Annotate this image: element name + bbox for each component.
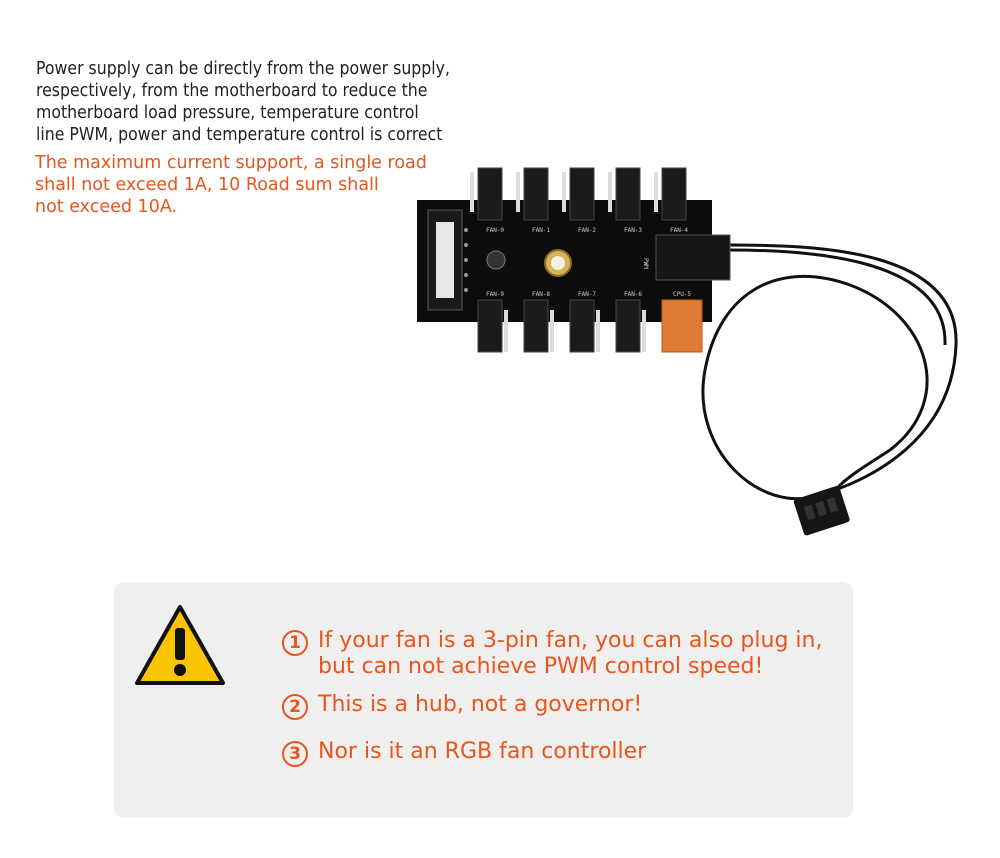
cable-connector: [793, 485, 850, 536]
description-line: respectively, from the motherboard to re…: [36, 81, 428, 101]
bottom-fan-headers: [477, 299, 641, 353]
warning-triangle-icon: [135, 605, 225, 685]
description-line: line PWM, power and temperature control …: [36, 125, 443, 145]
notice-item: 1 If your fan is a 3-pin fan, you can al…: [282, 628, 822, 680]
hub-label: FAN-8: [532, 291, 550, 298]
hub-label: FAN-0: [486, 227, 504, 234]
notice-item-text: Nor is it an RGB fan controller: [318, 739, 646, 765]
notice-item-line: Nor is it an RGB fan controller: [318, 739, 647, 764]
number-badge-icon: 2: [282, 694, 308, 720]
current-warning-line: The maximum current support, a single ro…: [35, 153, 427, 173]
hub-label: CPU-5: [673, 291, 691, 298]
notice-item-line: If your fan is a 3-pin fan, you can also…: [318, 628, 823, 653]
number-badge-icon: 1: [282, 630, 308, 656]
hub-label: FAN-9: [486, 291, 504, 298]
pwm-plug: [655, 234, 731, 281]
notice-item-line: This is a hub, not a governor!: [318, 692, 643, 717]
current-warning-line: shall not exceed 1A, 10 Road sum shall: [35, 175, 379, 195]
cpu-header: [661, 299, 703, 353]
pwm-cable: [701, 243, 958, 511]
notice-item: 2 This is a hub, not a governor!: [282, 692, 642, 720]
notice-item-line: but can not achieve PWM control speed!: [318, 654, 764, 679]
current-warning-line: not exceed 10A.: [35, 197, 178, 217]
notice-panel: 1 If your fan is a 3-pin fan, you can al…: [114, 582, 853, 818]
notice-item: 3 Nor is it an RGB fan controller: [282, 739, 646, 767]
fan-hub-product-image: FAN-0 FAN-1 FAN-2 FAN-3 FAN-4 PWM FAN-9 …: [417, 167, 958, 536]
hub-label: FAN-3: [624, 227, 642, 234]
hub-label: FAN-1: [532, 227, 550, 234]
current-warning-text: The maximum current support, a single ro…: [35, 152, 427, 218]
description-line: motherboard load pressure, temperature c…: [36, 103, 419, 123]
number-badge-icon: 3: [282, 741, 308, 767]
hub-label: PWM: [642, 258, 649, 269]
hub-label: FAN-2: [578, 227, 596, 234]
hub-label: FAN-7: [578, 291, 596, 298]
description-text: Power supply can be directly from the po…: [36, 58, 506, 146]
description-line: Power supply can be directly from the po…: [36, 59, 450, 79]
notice-item-text: This is a hub, not a governor!: [318, 692, 642, 718]
hub-label: FAN-4: [670, 227, 688, 234]
hub-label: FAN-6: [624, 291, 642, 298]
top-fan-headers: [477, 167, 687, 221]
notice-item-text: If your fan is a 3-pin fan, you can also…: [318, 628, 822, 680]
